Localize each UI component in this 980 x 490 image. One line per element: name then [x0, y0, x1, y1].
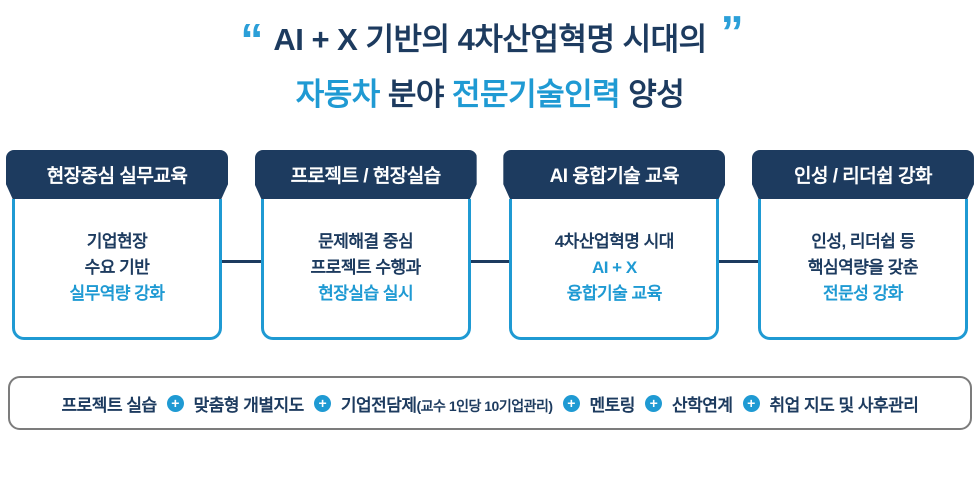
title-line2-plain-1: 분야 [387, 77, 453, 112]
card-leadership: 인성 / 리더쉽 강화 인성, 리더쉽 등 핵심역량을 갖춘 전문성 강화 [751, 150, 974, 348]
close-quote-icon: ” [720, 6, 744, 58]
card-line: 4차산업혁명 시대 [554, 232, 675, 251]
card-line-highlight: AI + X [591, 258, 637, 277]
title-line2-plain-2: 양성 [628, 77, 685, 112]
card-line: 핵심역량을 갖춘 [807, 258, 919, 277]
card-line-highlight: 전문성 강화 [823, 284, 903, 303]
support-item-label: 기업전담제 [340, 395, 417, 415]
card-body: 기업현장 수요 기반 실무역량 강화 [12, 199, 222, 340]
support-item: 기업전담제(교수 1인당 10기업관리) [341, 391, 553, 416]
card-body: 4차산업혁명 시대 AI + X 융합기술 교육 [509, 199, 720, 340]
plus-icon: + [562, 394, 580, 412]
title-line2-highlight-1: 자동차 [295, 77, 388, 112]
card-line-highlight: 현장실습 실시 [318, 284, 414, 303]
card-project-practice: 프로젝트 / 현장실습 문제해결 중심 프로젝트 수행과 현장실습 실시 [254, 150, 477, 348]
support-item-label: 취업 지도 및 사후관리 [769, 395, 919, 415]
title-line1: AI + X 기반의 4차산업혁명 시대의 [273, 22, 707, 57]
card-line: 문제해결 중심 [318, 232, 414, 251]
card-body: 인성, 리더쉽 등 핵심역량을 갖춘 전문성 강화 [757, 199, 968, 340]
card-connector-line [112, 260, 868, 263]
card-field-training: 현장중심 실무교육 기업현장 수요 기반 실무역량 강화 [6, 150, 228, 348]
card-header: 프로젝트 / 현장실습 [254, 150, 477, 199]
support-item: 프로젝트 실습 [61, 391, 158, 416]
plus-icon: + [644, 394, 662, 412]
support-bar: 프로젝트 실습 + 맞춤형 개별지도 + 기업전담제(교수 1인당 10기업관리… [8, 376, 972, 430]
plus-icon: + [166, 394, 184, 412]
card-line-highlight: 실무역량 강화 [69, 284, 165, 303]
support-item: 맞춤형 개별지도 [193, 391, 305, 416]
plus-icon: + [742, 394, 760, 412]
card-header: 현장중심 실무교육 [6, 150, 228, 199]
card-header: AI 융합기술 교육 [503, 150, 726, 199]
support-item-label: 산학연계 [671, 395, 733, 415]
support-item-label: 프로젝트 실습 [61, 395, 158, 415]
support-item-label: 맞춤형 개별지도 [193, 395, 305, 415]
card-line: 수요 기반 [84, 258, 150, 277]
card-line: 프로젝트 수행과 [310, 258, 422, 277]
card-ai-convergence: AI 융합기술 교육 4차산업혁명 시대 AI + X 융합기술 교육 [503, 150, 726, 348]
plus-icon: + [313, 394, 331, 412]
cards-row: 현장중심 실무교육 기업현장 수요 기반 실무역량 강화 프로젝트 / 현장실습… [0, 150, 980, 348]
support-item-label: 멘토링 [589, 395, 636, 415]
card-line-highlight: 융합기술 교육 [566, 284, 663, 303]
card-line: 인성, 리더쉽 등 [811, 232, 915, 251]
support-item: 멘토링 [589, 391, 636, 416]
support-item: 취업 지도 및 사후관리 [770, 391, 919, 416]
card-line: 기업현장 [86, 232, 148, 251]
open-quote-icon: “ [240, 14, 263, 66]
card-body: 문제해결 중심 프로젝트 수행과 현장실습 실시 [260, 199, 471, 340]
process-cards-section: 현장중심 실무교육 기업현장 수요 기반 실무역량 강화 프로젝트 / 현장실습… [0, 150, 980, 348]
title-line2: 자동차 분야 전문기술인력 양성 [0, 69, 980, 114]
support-item-note: (교수 1인당 10기업관리) [416, 397, 554, 414]
title-line2-highlight-2: 전문기술인력 [452, 77, 629, 112]
title-line1-row: “ AI + X 기반의 4차산업혁명 시대의 ” [0, 9, 980, 63]
title-block: “ AI + X 기반의 4차산업혁명 시대의 ” 자동차 분야 전문기술인력 양성 [0, 9, 980, 114]
card-header: 인성 / 리더쉽 강화 [751, 150, 974, 199]
support-item: 산학연계 [672, 391, 733, 416]
